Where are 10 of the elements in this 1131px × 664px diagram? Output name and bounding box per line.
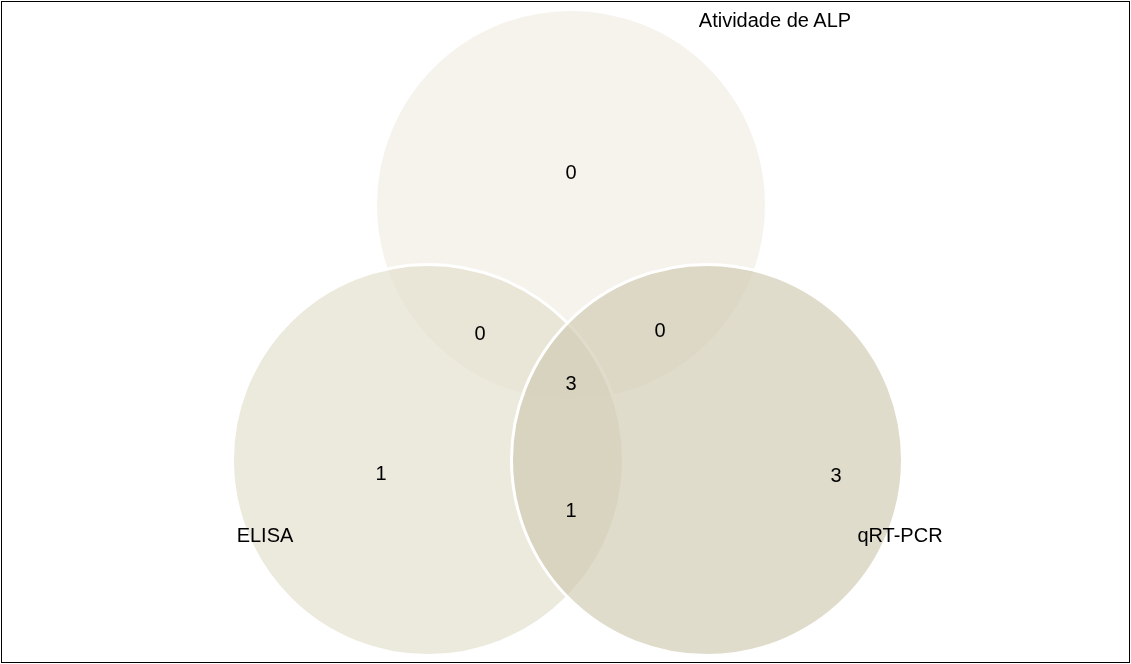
- set-label: qRT-PCR: [856, 523, 944, 547]
- region-count: 3: [830, 463, 842, 487]
- region-count: 0: [654, 318, 666, 342]
- region-count: 1: [565, 498, 577, 522]
- region-count: 0: [565, 160, 577, 184]
- set-label: Atividade de ALP: [697, 8, 853, 32]
- region-count: 1: [375, 461, 387, 485]
- region-count: 0: [474, 321, 486, 345]
- set-label: ELISA: [235, 523, 295, 547]
- region-count: 3: [565, 371, 577, 395]
